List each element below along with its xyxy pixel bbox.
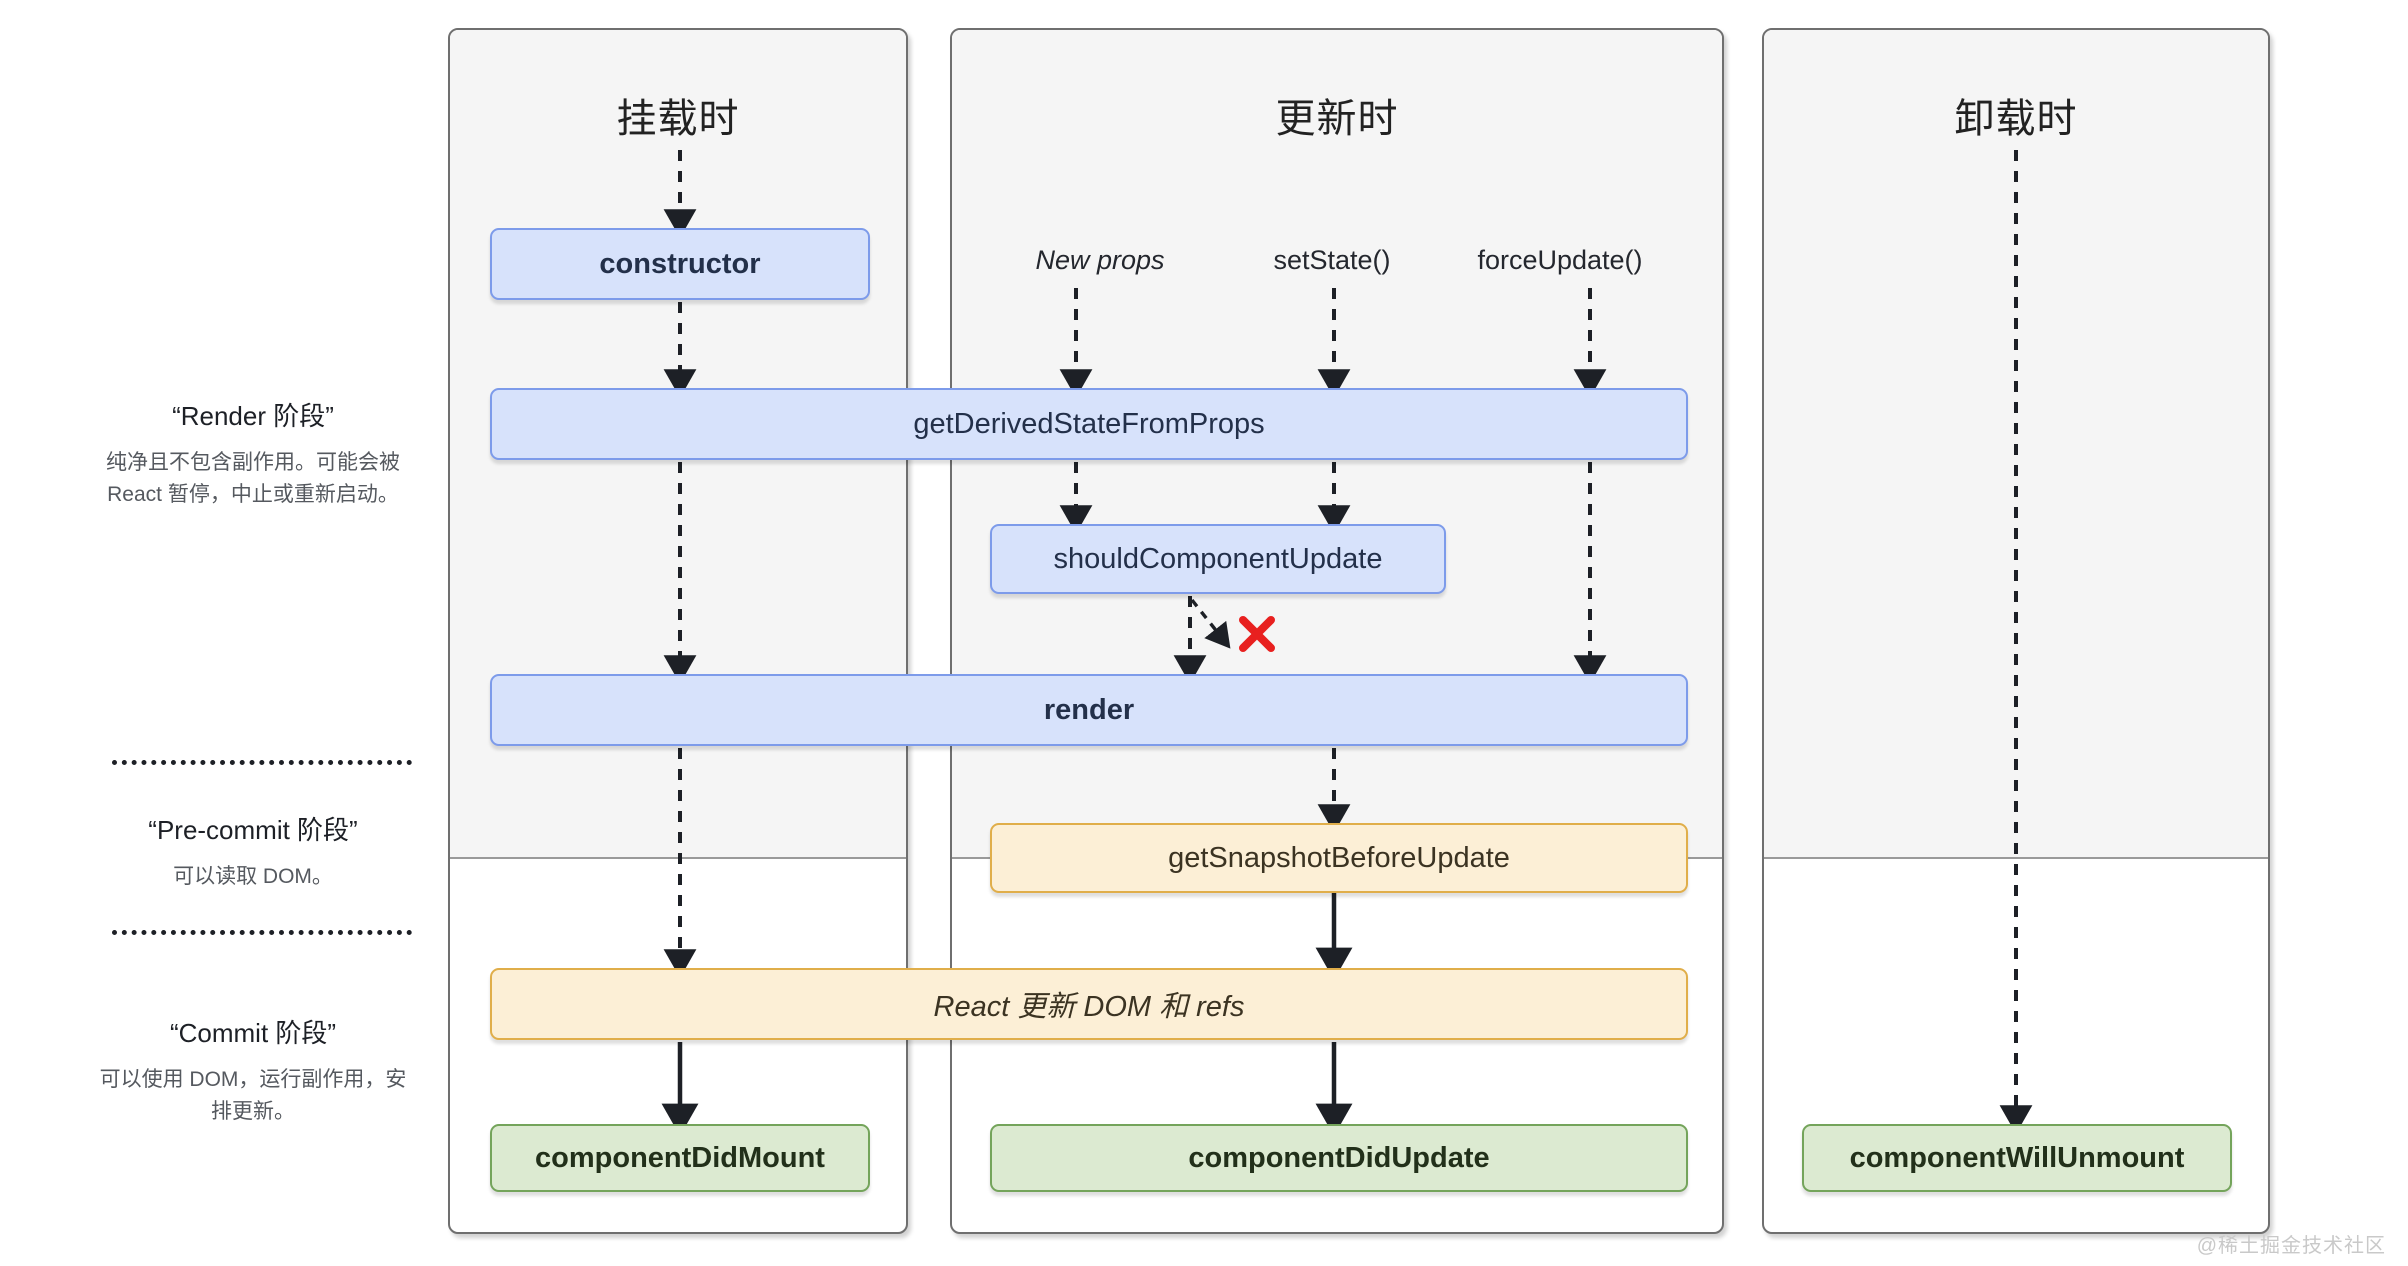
panel-unmounting: 卸载时 xyxy=(1762,28,2270,1234)
lifecycle-box-render[interactable]: render xyxy=(490,674,1688,746)
trigger-label-set-state: setState() xyxy=(1273,245,1391,275)
legend-pre-commit-phase: “Pre-commit 阶段” 可以读取 DOM。 xyxy=(96,810,410,893)
panel-updating: 更新时 xyxy=(950,28,1724,1234)
panel-title-updating: 更新时 xyxy=(1275,97,1399,141)
legend-desc-render: 纯净且不包含副作用。可能会被 React 暂停，中止或重新启动。 xyxy=(106,451,400,506)
lifecycle-box-get-derived-state-from-props[interactable]: getDerivedStateFromProps xyxy=(490,388,1688,460)
phase-divider-bottom xyxy=(112,930,412,935)
lifecycle-box-component-did-update[interactable]: componentDidUpdate xyxy=(990,1124,1688,1192)
legend-commit-phase: “Commit 阶段” 可以使用 DOM，运行副作用，安排更新。 xyxy=(96,1013,410,1127)
legend-title-pre-commit: “Pre-commit 阶段” xyxy=(148,815,358,845)
trigger-label-new-props: New props xyxy=(1035,245,1165,275)
legend-render-phase: “Render 阶段” 纯净且不包含副作用。可能会被 React 暂停，中止或重… xyxy=(96,396,410,510)
lifecycle-box-constructor[interactable]: constructor xyxy=(490,228,870,300)
lifecycle-box-should-component-update[interactable]: shouldComponentUpdate xyxy=(990,524,1446,594)
legend-desc-commit: 可以使用 DOM，运行副作用，安排更新。 xyxy=(99,1068,407,1123)
lifecycle-box-component-will-unmount[interactable]: componentWillUnmount xyxy=(1802,1124,2232,1192)
lifecycle-box-component-did-mount[interactable]: componentDidMount xyxy=(490,1124,870,1192)
watermark: @稀土掘金技术社区 xyxy=(2196,1235,2386,1257)
panel-mounting: 挂载时 xyxy=(448,28,908,1234)
lifecycle-box-get-snapshot-before-update[interactable]: getSnapshotBeforeUpdate xyxy=(990,823,1688,893)
panel-title-mounting: 挂载时 xyxy=(616,97,740,141)
legend-desc-pre-commit: 可以读取 DOM。 xyxy=(173,865,333,888)
legend-title-render: “Render 阶段” xyxy=(172,401,334,431)
panel-render-phase-shade xyxy=(1764,30,2268,859)
lifecycle-box-react-updates-dom-and-refs[interactable]: React 更新 DOM 和 refs xyxy=(490,968,1688,1040)
trigger-label-force-update: forceUpdate() xyxy=(1477,245,1643,275)
phase-divider-top xyxy=(112,760,412,765)
legend-title-commit: “Commit 阶段” xyxy=(169,1018,337,1048)
panel-title-unmounting: 卸载时 xyxy=(1954,97,2078,141)
skip-render-x-icon xyxy=(1236,613,1278,655)
